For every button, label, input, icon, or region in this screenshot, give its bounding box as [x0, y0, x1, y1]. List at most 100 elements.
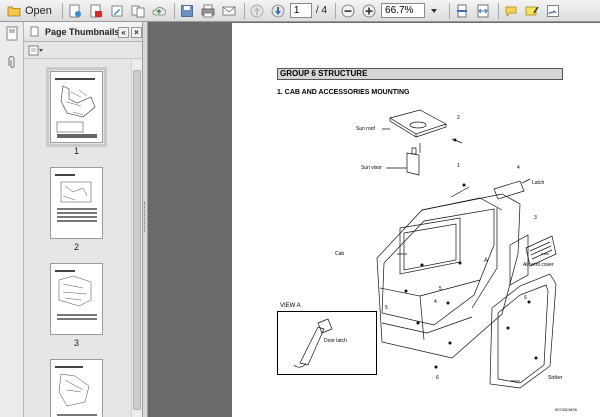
plus-icon	[362, 4, 376, 17]
thumbnail-scrollbar[interactable]	[131, 60, 142, 417]
callout-number: 4	[434, 299, 437, 305]
thumbnail-image	[46, 67, 107, 147]
panel-toolbar	[24, 42, 142, 59]
cab-exploded-drawing	[293, 109, 557, 389]
label-door-latch: Door latch	[324, 338, 347, 344]
folder-icon	[7, 6, 21, 16]
thumbnail-image	[50, 167, 103, 239]
label-latch: Latch	[532, 180, 545, 186]
thumbnail-image	[50, 359, 103, 417]
email-button[interactable]	[220, 2, 238, 20]
thumbnail-options-icon[interactable]	[28, 45, 44, 56]
view-a-detail-box	[277, 311, 377, 375]
callout-number: 4	[517, 165, 520, 171]
thumbnail-page-2[interactable]: 2	[50, 167, 105, 252]
arrow-down-icon	[271, 4, 285, 17]
thumbnails-panel: Page Thumbnails « × 1	[24, 22, 143, 417]
envelope-icon	[222, 6, 236, 15]
chevron-down-icon	[431, 8, 438, 13]
export-pdf-button[interactable]	[87, 2, 105, 20]
edit-button[interactable]	[108, 2, 126, 20]
create-pdf-icon	[69, 4, 81, 17]
callout-number: 1	[457, 163, 460, 169]
callout-number: 6	[524, 295, 527, 301]
upload-button[interactable]	[150, 2, 168, 20]
zoom-out-button[interactable]	[339, 2, 357, 20]
next-page-button[interactable]	[269, 2, 287, 20]
create-pdf-button[interactable]	[66, 2, 84, 20]
thumbnail-page-4[interactable]	[50, 359, 105, 417]
scrollbar-thumb[interactable]	[133, 70, 141, 410]
speech-bubble-icon	[505, 6, 517, 17]
fit-width-icon	[477, 4, 489, 17]
toolbar-separator	[498, 2, 500, 19]
print-button[interactable]	[199, 2, 217, 20]
toolbar-separator	[449, 2, 451, 19]
zoom-input[interactable]: 66.7%	[381, 3, 426, 18]
label-view-a: VIEW A	[280, 303, 301, 309]
pencil-icon	[111, 5, 123, 16]
label-callout-a: A	[484, 258, 489, 264]
combine-icon	[131, 5, 145, 17]
arrow-up-icon	[250, 4, 264, 17]
callout-number: 5	[385, 305, 388, 311]
toolbar: Open 1 / 4 66.7%	[0, 0, 600, 22]
callout-number: 5	[439, 286, 442, 292]
thumbnail-number: 2	[73, 242, 79, 252]
open-label: Open	[25, 4, 52, 17]
previous-page-button[interactable]	[248, 2, 266, 20]
comment-button[interactable]	[502, 2, 520, 20]
page-thumbnails-icon[interactable]	[4, 26, 20, 42]
zoom-dropdown-button[interactable]	[425, 2, 443, 20]
page-total: / 4	[315, 5, 328, 16]
panel-splitter[interactable]	[143, 22, 148, 417]
thumbnail-number: 1	[73, 146, 79, 156]
fit-width-button[interactable]	[474, 2, 492, 20]
thumbnail-page-3[interactable]: 3	[50, 263, 105, 348]
paperclip-icon[interactable]	[4, 54, 20, 70]
thumbnail-list: 1 2	[24, 60, 132, 417]
document-viewport[interactable]: GROUP 6 STRUCTURE 1. CAB AND ACCESSORIES…	[148, 22, 600, 417]
thumbnail-number: 3	[73, 338, 79, 348]
open-button[interactable]: Open	[3, 2, 56, 20]
save-icon	[181, 4, 193, 17]
sign-button[interactable]	[544, 2, 562, 20]
label-sun-roof: Sun roof	[356, 126, 375, 132]
label-cab: Cab	[335, 251, 345, 257]
sign-pen-icon	[547, 4, 559, 17]
panel-page-icon	[30, 26, 39, 37]
highlighter-icon	[525, 6, 539, 15]
collapse-panel-button[interactable]: «	[118, 27, 129, 38]
toolbar-separator	[335, 2, 337, 19]
fit-page-icon	[457, 4, 468, 17]
callout-number: 3	[534, 215, 537, 221]
fit-page-button[interactable]	[453, 2, 471, 20]
label-drawing-code: 90743CM05	[555, 407, 577, 412]
label-air-vent-cover: Air vent cover	[523, 262, 554, 268]
minus-icon	[341, 4, 355, 17]
section-heading: 1. CAB AND ACCESSORIES MOUNTING	[277, 89, 410, 96]
label-sun-visor: Sun visor	[361, 165, 382, 171]
cloud-upload-icon	[152, 6, 166, 15]
callout-number: 6	[436, 375, 439, 381]
zoom-in-button[interactable]	[360, 2, 378, 20]
panel-title: Page Thumbnails	[45, 26, 120, 37]
thumbnail-page-1[interactable]: 1	[46, 67, 107, 156]
thumbnail-image	[50, 263, 103, 335]
save-button[interactable]	[178, 2, 196, 20]
close-panel-button[interactable]: ×	[131, 27, 142, 38]
document-page: GROUP 6 STRUCTURE 1. CAB AND ACCESSORIES…	[232, 23, 600, 417]
callout-number: 2	[457, 115, 460, 121]
panel-header: Page Thumbnails « ×	[24, 22, 142, 42]
navigation-rail	[0, 22, 24, 417]
label-striker: Striker	[548, 375, 563, 381]
toolbar-separator	[61, 2, 63, 19]
combine-button[interactable]	[129, 2, 147, 20]
group-heading: GROUP 6 STRUCTURE	[277, 68, 563, 80]
pdf-export-icon	[90, 4, 102, 17]
toolbar-separator	[173, 2, 175, 19]
printer-icon	[201, 4, 215, 17]
toolbar-separator	[243, 2, 245, 19]
highlight-button[interactable]	[523, 2, 541, 20]
page-number-input[interactable]: 1	[289, 3, 312, 18]
